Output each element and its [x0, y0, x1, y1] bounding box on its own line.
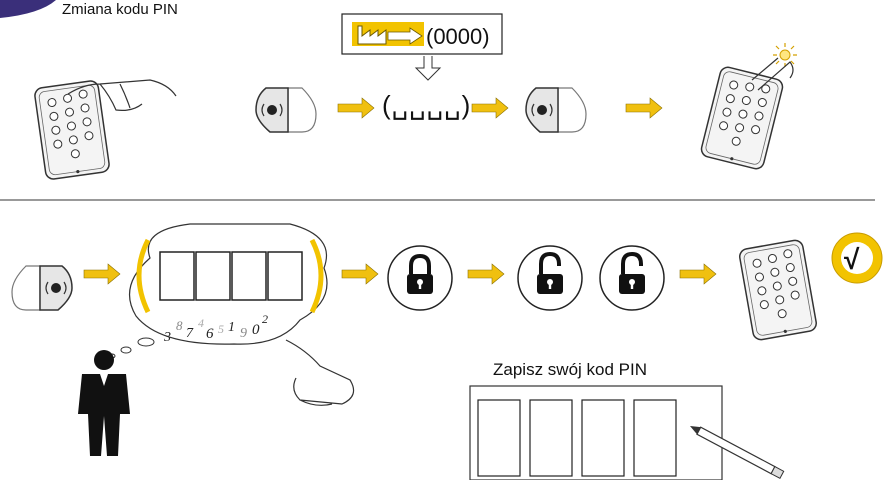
arrow-3	[625, 97, 663, 119]
pin-slot-3	[231, 251, 267, 301]
arrow-2	[471, 97, 509, 119]
thought-digit: 2	[262, 312, 268, 326]
thought-dot-1	[137, 337, 155, 347]
arrow-1	[337, 97, 375, 119]
badge-tag-icon-3	[11, 265, 73, 311]
padlock-closed-icon	[386, 244, 454, 312]
thought-digit: 1	[228, 320, 235, 335]
arrow-7	[679, 263, 717, 285]
save-slot-4	[633, 399, 677, 477]
pointing-hand-icon-1	[67, 79, 177, 111]
thought-digit: 0	[252, 322, 260, 338]
badge-tag-icon-1	[255, 87, 317, 133]
keypad-device-1	[33, 79, 111, 181]
pin-slot-1	[159, 251, 195, 301]
light-burst-icon	[773, 43, 797, 67]
thought-digit: 9	[240, 326, 247, 341]
thought-digit: 6	[206, 326, 214, 342]
keypad-device-2	[699, 64, 785, 172]
thought-digit: 5	[218, 322, 224, 336]
pin-slot-4	[267, 251, 303, 301]
person-silhouette-icon	[78, 350, 130, 456]
pencil-icon	[690, 426, 785, 480]
save-slot-1	[477, 399, 521, 477]
pin-entry-display: (␣␣␣␣)	[382, 90, 472, 120]
page-title: Zmiana kodu PIN	[62, 1, 178, 18]
badge-tag-icon-2	[525, 87, 587, 133]
save-slot-3	[581, 399, 625, 477]
padlock-open-icon-1	[516, 244, 584, 312]
success-badge-inner	[841, 242, 873, 274]
thought-digit: 3	[164, 330, 171, 345]
arrow-4	[83, 263, 121, 285]
save-slot-2	[529, 399, 573, 477]
pointing-hand-icon-3	[285, 339, 355, 406]
success-mark: √	[844, 244, 860, 275]
thought-digit: 8	[176, 318, 183, 333]
factory-icon	[352, 22, 424, 46]
thought-digit: 4	[198, 316, 204, 330]
pin-slot-2	[195, 251, 231, 301]
down-arrow-hollow	[414, 56, 442, 81]
yellow-bracket-left	[136, 238, 151, 314]
header-corner-arc	[0, 0, 56, 18]
arrow-5	[341, 263, 379, 285]
pointing-hand-icon-2	[751, 57, 794, 91]
yellow-bracket-right	[309, 238, 324, 314]
keypad-device-3	[737, 238, 819, 342]
padlock-open-icon-2	[598, 244, 666, 312]
thought-digit: 7	[186, 326, 193, 341]
arrow-6	[467, 263, 505, 285]
save-pin-label: Zapisz swój kod PIN	[493, 360, 647, 379]
factory-code-label: (0000)	[426, 24, 490, 49]
thought-dot-2	[120, 346, 132, 354]
